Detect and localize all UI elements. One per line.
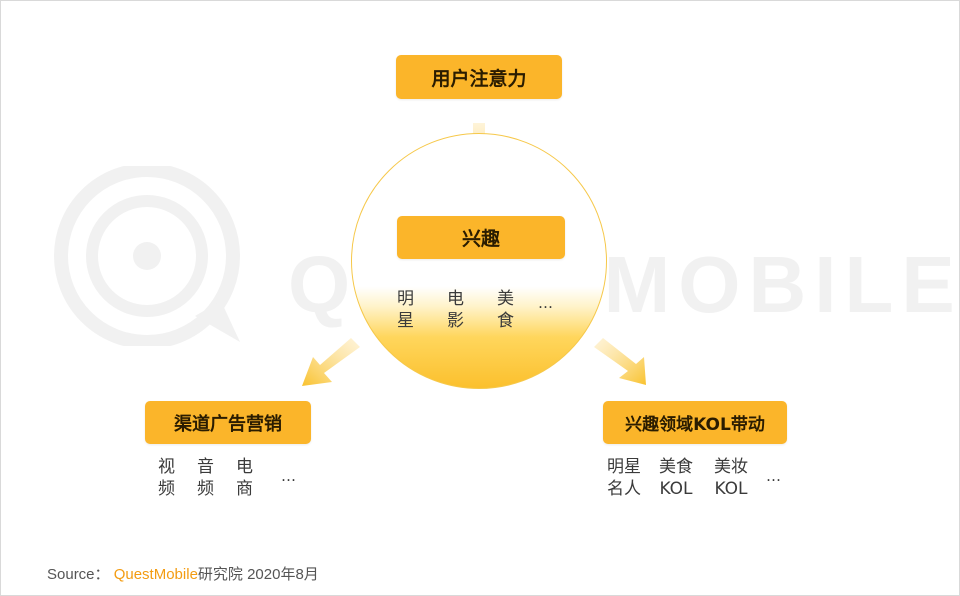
- channel-ad-marketing-box: 渠道广告营销: [145, 401, 311, 444]
- center-item-line2: 食: [497, 311, 514, 331]
- source-prefix: Source：: [47, 566, 110, 583]
- right-item-line1: 美食: [659, 457, 693, 477]
- left-item: 电 商: [236, 456, 253, 500]
- center-item-line1: 明: [397, 289, 414, 309]
- right-item-line2: KOL: [714, 479, 748, 499]
- right-item-line2: KOL: [659, 479, 693, 499]
- center-more: …: [538, 294, 553, 312]
- center-item-line2: 星: [397, 311, 414, 331]
- left-item-line2: 商: [236, 479, 253, 499]
- interest-circle: [351, 133, 607, 389]
- source-brand: QuestMobile: [113, 566, 198, 583]
- left-item-line2: 频: [158, 479, 175, 499]
- right-item: 明星 名人: [607, 456, 641, 500]
- left-item-line1: 电: [236, 457, 253, 477]
- left-item-line1: 视: [158, 457, 175, 477]
- right-item: 美食 KOL: [659, 456, 693, 500]
- right-item-line2: 名人: [607, 479, 641, 499]
- source-note: Source： QuestMobile研究院 2020年8月: [47, 563, 319, 584]
- questmobile-watermark-logo: [54, 166, 240, 346]
- center-item-line1: 电: [447, 289, 464, 309]
- arrow-down-right: [594, 338, 646, 385]
- right-more: …: [766, 467, 781, 485]
- left-item: 音 频: [197, 456, 214, 500]
- center-item-line1: 美: [497, 289, 514, 309]
- left-item-line2: 频: [197, 479, 214, 499]
- center-item: 明 星: [397, 288, 414, 332]
- interest-kol-box: 兴趣领域KOL带动: [603, 401, 787, 444]
- right-item: 美妆 KOL: [714, 456, 748, 500]
- right-item-line1: 明星: [607, 457, 641, 477]
- interest-box: 兴趣: [397, 216, 565, 259]
- user-attention-box: 用户注意力: [396, 55, 562, 99]
- center-item-line2: 影: [447, 311, 464, 331]
- center-item: 美 食: [497, 288, 514, 332]
- center-item: 电 影: [447, 288, 464, 332]
- left-item-line1: 音: [197, 457, 214, 477]
- right-item-line1: 美妆: [714, 457, 748, 477]
- left-item: 视 频: [158, 456, 175, 500]
- left-more: …: [281, 467, 296, 485]
- arrow-down-left: [302, 338, 360, 386]
- source-suffix: 研究院 2020年8月: [197, 566, 319, 583]
